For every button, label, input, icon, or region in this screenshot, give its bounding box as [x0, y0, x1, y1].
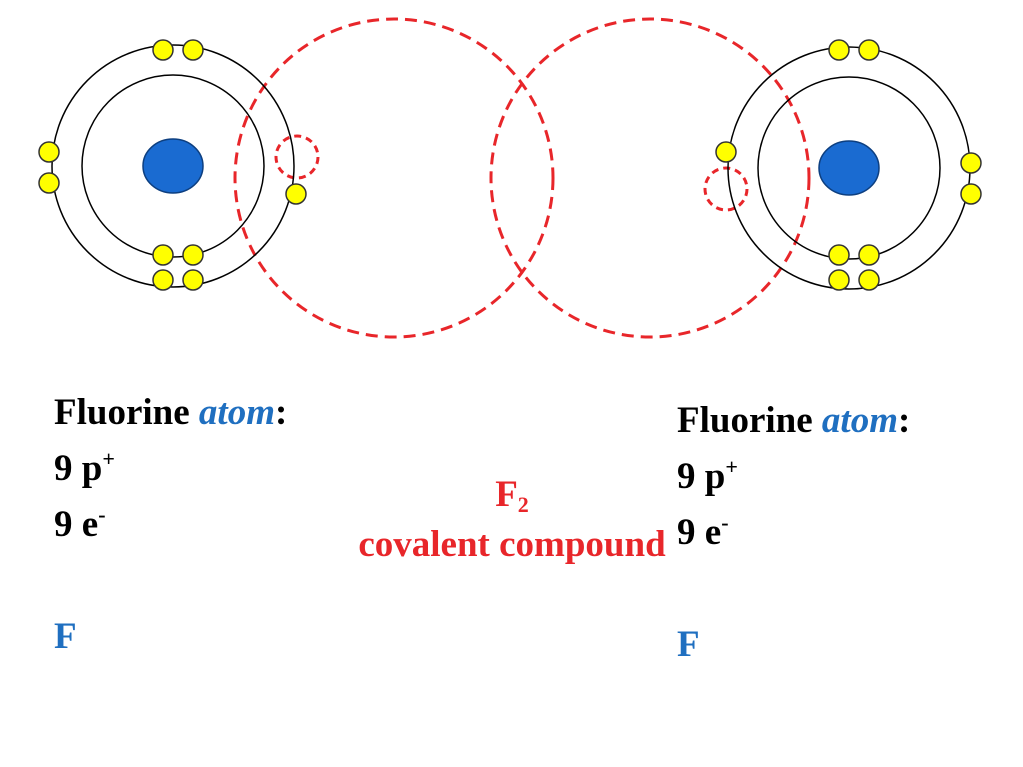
right-atom-title: Fluorine atom: — [677, 393, 910, 449]
left-element-symbol: F — [54, 616, 77, 657]
proton-text: 9 p — [677, 456, 726, 497]
proton-text: 9 p — [54, 448, 103, 489]
bond-overlap-rings — [233, 17, 811, 339]
electron — [858, 269, 880, 291]
left-atom-title: Fluorine atom: — [54, 385, 287, 441]
right-electrons — [715, 39, 982, 291]
right-fluorine-atom — [715, 39, 982, 291]
compound-description: covalent compound — [358, 524, 666, 565]
electron — [152, 39, 174, 61]
compound-formula: F2 — [262, 470, 762, 520]
electron — [828, 269, 850, 291]
electron-text: 9 e — [677, 512, 722, 553]
electron — [182, 39, 204, 61]
colon: : — [274, 392, 288, 433]
bond-ring-left — [233, 17, 555, 339]
electron — [828, 39, 850, 61]
electron — [858, 244, 880, 266]
left-atom-label: Fluorine atom: 9 p+ 9 e- F — [54, 385, 287, 665]
right-element-symbol: F — [677, 624, 700, 665]
electron-text: 9 e — [54, 504, 99, 545]
electron — [152, 244, 174, 266]
right-proton-count: 9 p+ — [677, 449, 910, 505]
left-proton-count: 9 p+ — [54, 441, 287, 497]
formula-subscript: 2 — [517, 492, 529, 517]
left-nucleus — [142, 138, 204, 194]
shared-electron-marker-right — [703, 166, 749, 212]
right-nucleus — [818, 140, 880, 196]
atom-name: Fluorine — [677, 400, 813, 441]
left-electrons — [38, 39, 307, 291]
left-outer-shell — [51, 44, 295, 288]
colon: : — [897, 400, 911, 441]
atom-word: atom — [821, 400, 898, 441]
electron — [858, 39, 880, 61]
formula-element: F — [495, 474, 518, 515]
electron — [182, 269, 204, 291]
electron — [285, 183, 307, 205]
proton-charge: + — [102, 446, 115, 471]
shared-electron-marker-left — [274, 134, 320, 180]
electron — [828, 244, 850, 266]
atom-name: Fluorine — [54, 392, 190, 433]
electron — [38, 141, 60, 163]
electron — [715, 141, 737, 163]
electron — [960, 183, 982, 205]
electron — [152, 269, 174, 291]
right-inner-shell — [757, 76, 941, 260]
left-electron-count: 9 e- — [54, 497, 287, 553]
electron — [182, 244, 204, 266]
compound-label: F2 covalent compound — [262, 470, 762, 570]
electron — [38, 172, 60, 194]
bond-ring-right — [489, 17, 811, 339]
right-atom-label: Fluorine atom: 9 p+ 9 e- F — [677, 393, 910, 673]
right-electron-count: 9 e- — [677, 505, 910, 561]
atom-word: atom — [198, 392, 275, 433]
left-fluorine-atom — [38, 39, 307, 291]
electron — [960, 152, 982, 174]
electron-charge: - — [721, 510, 729, 535]
proton-charge: + — [725, 454, 738, 479]
electron-charge: - — [98, 502, 106, 527]
